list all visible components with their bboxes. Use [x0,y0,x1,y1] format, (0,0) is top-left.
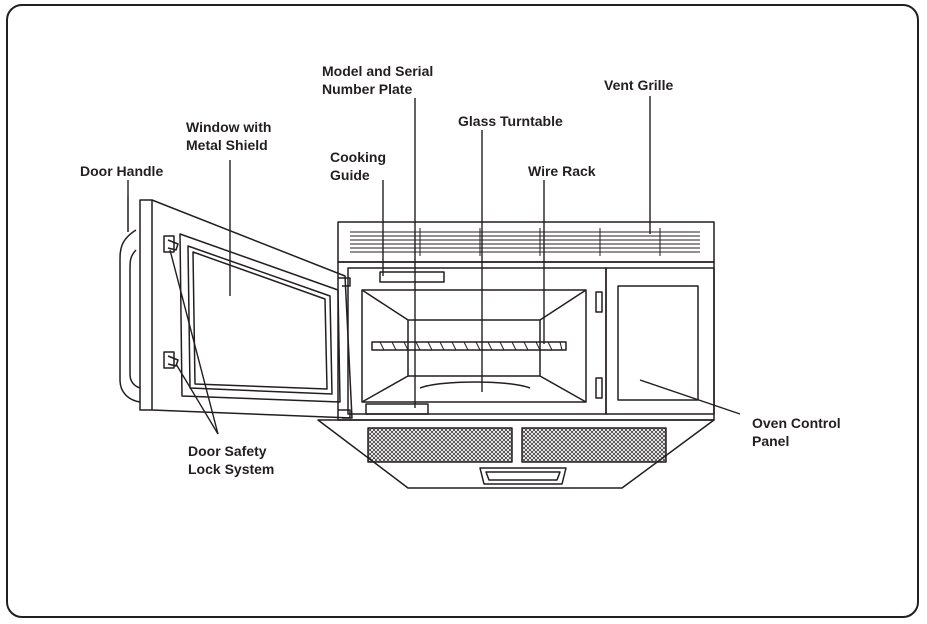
label-door-handle: Door Handle [80,163,164,179]
label-cooking-guide: Cooking Guide [330,149,386,183]
label-wire-rack: Wire Rack [528,163,596,179]
label-model-plate: Model and Serial Number Plate [322,63,434,97]
leader-lines [127,96,741,435]
door-handle-shape [119,196,141,403]
label-window: Window with Metal Shield [186,119,272,153]
control-panel-shape [595,267,715,415]
leader-door-safety-lower [175,363,219,435]
leader-door-safety-upper [169,249,219,435]
wire-rack-shape [371,341,567,351]
label-control-panel: Oven Control Panel [752,415,841,449]
cooking-guide-plate [379,271,445,283]
oven-cavity-shape [361,289,587,403]
label-vent-grille: Vent Grille [604,77,674,93]
open-door-shape [139,199,353,419]
diagram-frame [6,4,919,618]
model-plate [365,403,429,415]
label-glass-turntable: Glass Turntable [458,113,563,129]
bottom-hood-shape [317,419,715,489]
label-door-safety: Door Safety Lock System [188,443,275,477]
leader-control-panel [639,379,741,415]
vent-top-shape [337,221,715,263]
